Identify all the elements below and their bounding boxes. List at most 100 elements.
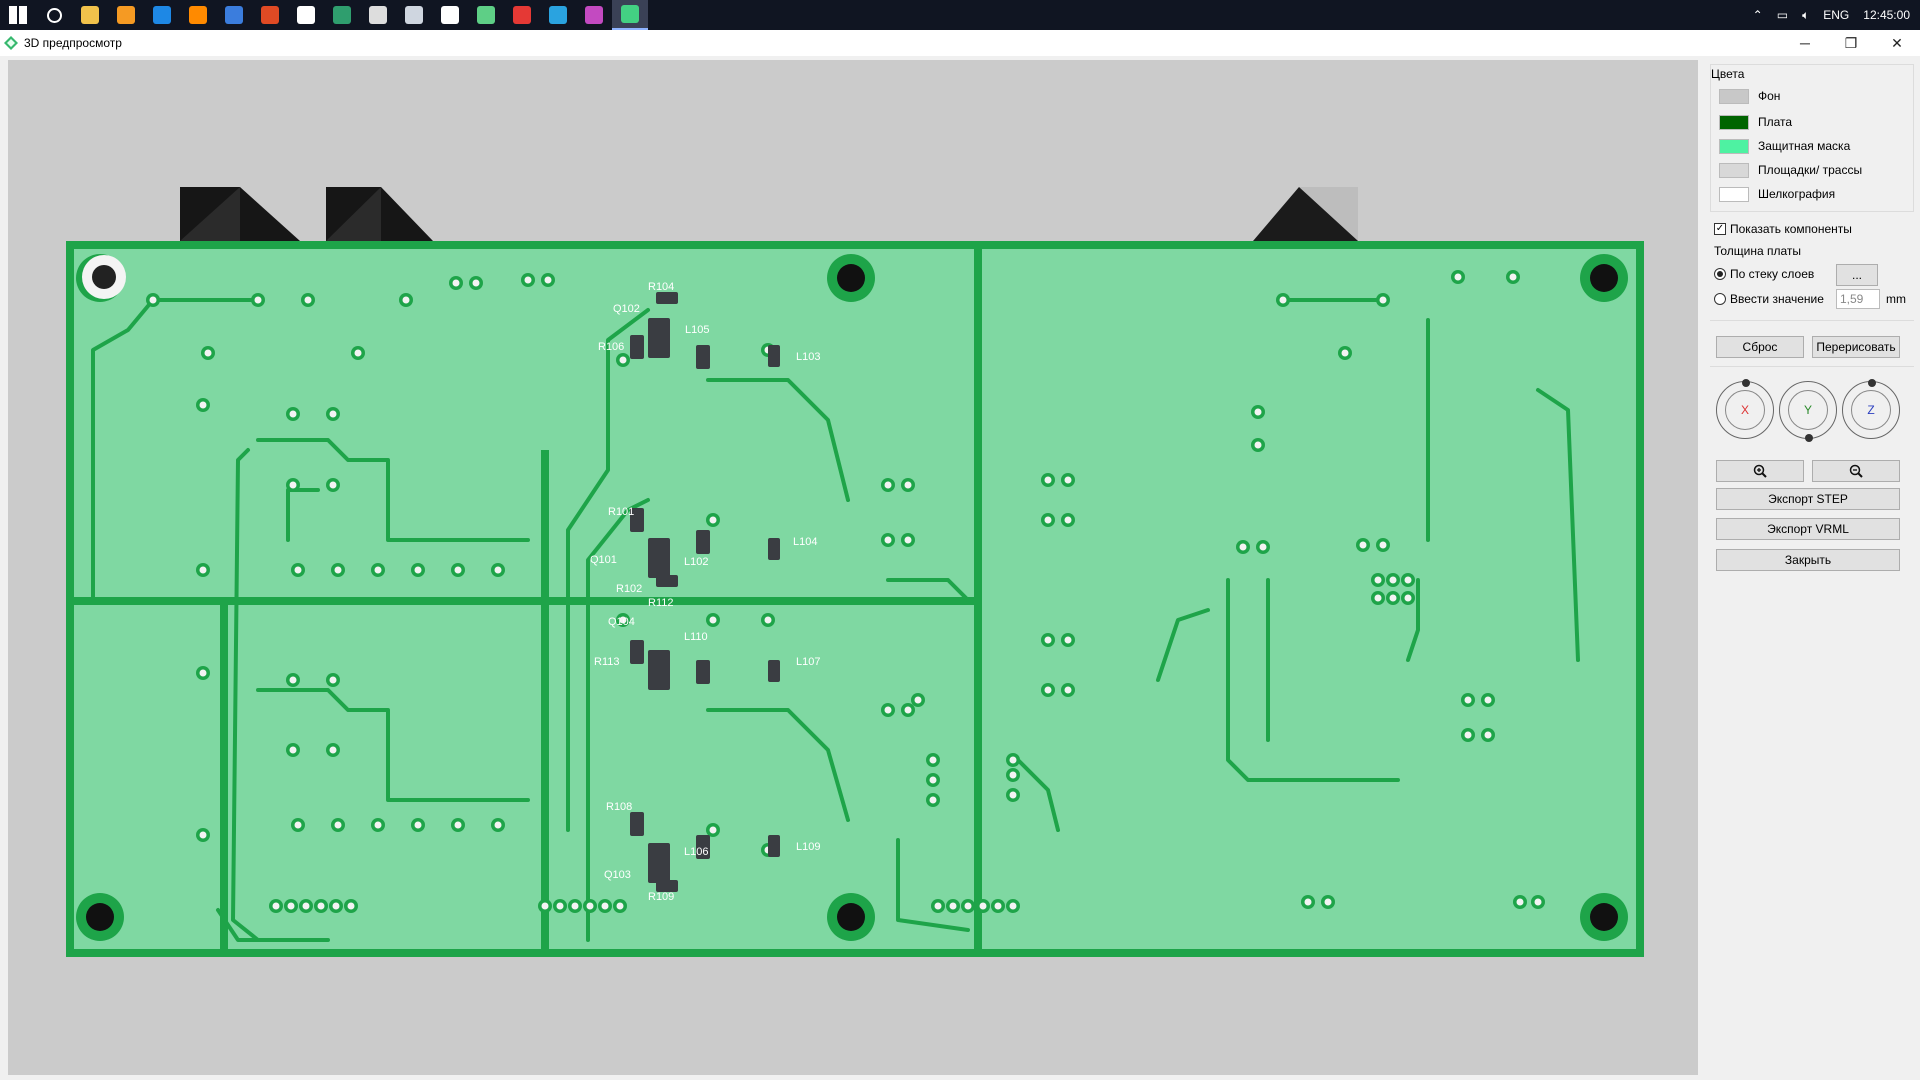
telegram-icon-glyph: [549, 6, 567, 24]
mount-hole-3: [86, 903, 114, 931]
designator-label: R108: [606, 801, 632, 813]
pad-hole-48: [586, 902, 594, 910]
by-stack-radio[interactable]: По стеку слоев: [1714, 267, 1814, 281]
steam-icon-glyph: [405, 6, 423, 24]
redraw-button[interactable]: Перерисовать: [1812, 336, 1900, 358]
brush-app-icon[interactable]: [108, 0, 144, 30]
windows-start-icon[interactable]: [0, 0, 36, 30]
rotate-z-handle[interactable]: [1868, 379, 1876, 387]
flask-app-icon-glyph: [477, 6, 495, 24]
designator-label: L110: [684, 631, 708, 643]
thickness-group: Толщина платы По стеку слоев ... Ввести …: [1710, 242, 1914, 378]
brave-icon[interactable]: [252, 0, 288, 30]
pad-hole-15: [1379, 296, 1387, 304]
zoom-in-button[interactable]: [1716, 460, 1804, 482]
rotate-y-control[interactable]: Y: [1779, 381, 1837, 442]
stack-settings-button[interactable]: ...: [1836, 264, 1878, 286]
pad-hole-103: [884, 706, 892, 714]
window-titlebar: 3D предпросмотр ─ ❐ ✕: [0, 30, 1920, 56]
export-vrml-button[interactable]: Экспорт VRML: [1716, 518, 1900, 540]
color-swatch-board[interactable]: [1719, 114, 1749, 130]
pad-hole-88: [414, 821, 422, 829]
trace-8: [586, 498, 650, 942]
color-swatch-background[interactable]: [1719, 88, 1749, 104]
designator-label: Q104: [608, 616, 635, 628]
pad-hole-49: [601, 902, 609, 910]
pad-hole-73: [289, 481, 297, 489]
pad-hole-1: [254, 296, 262, 304]
pen-app-icon[interactable]: [504, 0, 540, 30]
mask-app-icon[interactable]: [432, 0, 468, 30]
color-swatch-silkscreen[interactable]: [1719, 186, 1749, 202]
designator-label: R109: [648, 891, 674, 903]
rotate-x-handle[interactable]: [1742, 379, 1750, 387]
pad-hole-7: [199, 566, 207, 574]
close-button[interactable]: Закрыть: [1716, 549, 1900, 571]
designator-label: R106: [598, 341, 624, 353]
zoom-out-button[interactable]: [1812, 460, 1900, 482]
color-row-silkscreen[interactable]: Шелкография: [1719, 185, 1835, 203]
radio-dot-manual[interactable]: [1714, 293, 1726, 305]
language-indicator[interactable]: ENG: [1823, 8, 1850, 22]
minimize-button[interactable]: ─: [1800, 35, 1810, 51]
rotate-y-label: Y: [1788, 390, 1828, 430]
pad-hole-36: [1324, 898, 1332, 906]
pad-hole-91: [709, 516, 717, 524]
mail-app-icon[interactable]: [216, 0, 252, 30]
calendar-app-icon[interactable]: [144, 0, 180, 30]
pad-hole-27: [1389, 594, 1397, 602]
designator-label: L109: [796, 841, 820, 853]
thickness-input[interactable]: 1,59: [1836, 289, 1880, 309]
pad-hole-26: [1404, 576, 1412, 584]
calendar-app-icon-glyph: [153, 6, 171, 24]
zoom-in-icon: [1753, 464, 1767, 478]
search-icon[interactable]: [36, 0, 72, 30]
pad-hole-93: [709, 826, 717, 834]
checkbox-box[interactable]: ✓: [1714, 223, 1726, 235]
firefox-icon[interactable]: [180, 0, 216, 30]
color-row-soldermask[interactable]: Защитная маска: [1719, 137, 1850, 155]
restore-button[interactable]: ❐: [1844, 34, 1858, 51]
color-swatch-soldermask[interactable]: [1719, 138, 1749, 154]
radio-dot-by-stack[interactable]: [1714, 268, 1726, 280]
pad-hole-39: [272, 902, 280, 910]
pcb-board-render[interactable]: R104Q102R106L105L103R101Q101L104L102R102…: [8, 60, 1698, 1075]
clock[interactable]: 12:45:00: [1863, 8, 1910, 22]
flask-app-icon[interactable]: [468, 0, 504, 30]
show-components-checkbox[interactable]: ✓ Показать компоненты: [1714, 222, 1852, 236]
yandex-browser-icon-glyph: [297, 6, 315, 24]
color-row-pads[interactable]: Площадки/ трассы: [1719, 161, 1862, 179]
color-row-background[interactable]: Фон: [1719, 87, 1780, 105]
volume-icon[interactable]: 🔈︎: [1802, 7, 1810, 22]
reset-button[interactable]: Сброс: [1716, 336, 1804, 358]
component-1: [630, 335, 644, 359]
eac-icon[interactable]: [360, 0, 396, 30]
steam-icon[interactable]: [396, 0, 432, 30]
color-label-silkscreen: Шелкография: [1758, 187, 1836, 201]
rotate-y-handle[interactable]: [1805, 434, 1813, 442]
telegram-icon[interactable]: [540, 0, 576, 30]
git-app-icon[interactable]: [576, 0, 612, 30]
rotate-x-control[interactable]: X: [1716, 379, 1774, 439]
rotate-z-control[interactable]: Z: [1842, 379, 1900, 439]
component-14: [648, 843, 670, 883]
audition-icon[interactable]: [324, 0, 360, 30]
colors-group-title: Цвета: [1711, 67, 1745, 81]
file-explorer-icon[interactable]: [72, 0, 108, 30]
color-label-board: Плата: [1758, 115, 1793, 129]
manual-value-radio[interactable]: Ввести значение: [1714, 292, 1824, 306]
export-step-button[interactable]: Экспорт STEP: [1716, 488, 1900, 510]
close-window-button[interactable]: ✕: [1891, 34, 1903, 51]
designator-label: L105: [685, 324, 709, 336]
color-swatch-pads[interactable]: [1719, 162, 1749, 178]
pad-hole-16: [1454, 273, 1462, 281]
color-row-board[interactable]: Плата: [1719, 113, 1792, 131]
pcb-app-icon[interactable]: [612, 0, 648, 30]
component-10: [648, 650, 670, 690]
color-label-pads: Площадки/ трассы: [1758, 163, 1863, 177]
pad-hole-84: [329, 746, 337, 754]
yandex-browser-icon[interactable]: [288, 0, 324, 30]
network-icon[interactable]: ▭: [1776, 8, 1789, 22]
chevron-up-icon[interactable]: ⌃: [1752, 8, 1763, 22]
